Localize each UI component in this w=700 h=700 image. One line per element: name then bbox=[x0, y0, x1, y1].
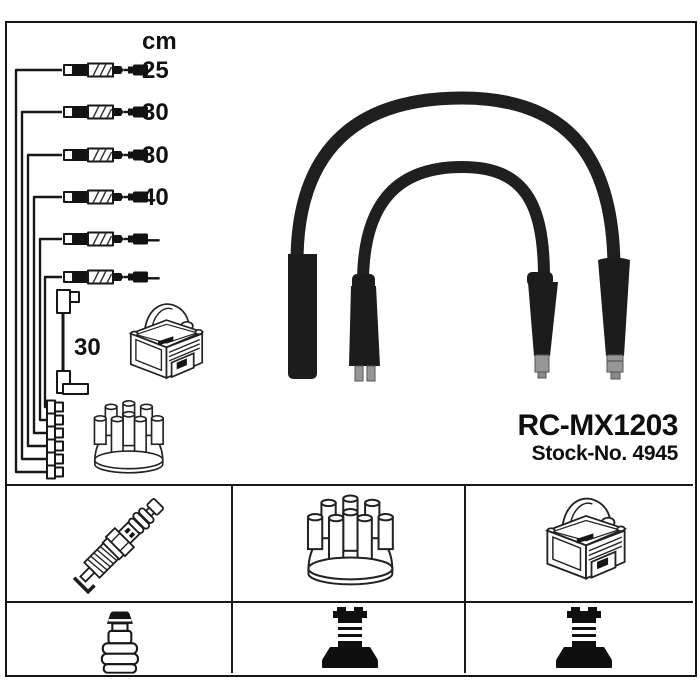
cable-lead-assembly bbox=[62, 231, 150, 247]
legend-grid-vertical-line-2 bbox=[464, 486, 466, 673]
cable-lead-assembly bbox=[62, 269, 150, 285]
distributor-cap-schematic-icon bbox=[93, 400, 164, 474]
coil-cable bbox=[56, 289, 89, 395]
legend-grid-top-line bbox=[7, 484, 693, 486]
cable-stub bbox=[46, 438, 64, 454]
cable-terminal bbox=[534, 354, 550, 373]
cable-length-label-3: 30 bbox=[142, 142, 169, 169]
terminal-connector-icon bbox=[100, 611, 139, 674]
cable-length-label-5: – bbox=[147, 226, 160, 253]
cable-lead-assembly bbox=[62, 62, 150, 78]
outer-frame bbox=[5, 21, 697, 677]
ignition-cable-small bbox=[349, 160, 558, 382]
cable-length-label-2: 30 bbox=[142, 99, 169, 126]
stock-number: Stock-No. 4945 bbox=[531, 442, 679, 465]
cable-lead-assembly bbox=[62, 189, 150, 205]
spark-plug-icon bbox=[67, 491, 171, 595]
part-number: RC-MX1203 bbox=[517, 409, 678, 442]
cable-length-label-4: 40 bbox=[142, 184, 169, 211]
cable-terminal bbox=[606, 354, 624, 373]
cable-row-1 bbox=[14, 62, 150, 480]
cable-row-5 bbox=[38, 231, 150, 428]
ignition-coil-icon bbox=[546, 497, 626, 580]
coil-cable-length-label: 30 bbox=[74, 334, 101, 361]
cable-lead-assembly bbox=[62, 104, 150, 120]
cable-boot bbox=[528, 282, 558, 356]
distributor-cap-icon bbox=[306, 494, 394, 586]
ignition-cable-large bbox=[288, 91, 630, 380]
din-connector-icon bbox=[322, 607, 378, 668]
cable-schematic: cm 25 30 30 40 – – 30 bbox=[14, 28, 177, 480]
cable-row-6 bbox=[43, 269, 150, 415]
ignition-coil-schematic-icon bbox=[129, 303, 204, 379]
product-cables-photo bbox=[288, 91, 630, 382]
cable-boot bbox=[288, 254, 317, 379]
legend-grid-vertical-line-1 bbox=[231, 486, 233, 673]
cable-lead-assembly bbox=[62, 147, 150, 163]
cable-row-2 bbox=[20, 104, 150, 467]
cable-stub bbox=[46, 399, 64, 415]
cable-boot bbox=[598, 257, 630, 356]
cable-boot bbox=[349, 286, 380, 366]
cable-stub bbox=[46, 425, 64, 441]
cable-row-3 bbox=[26, 147, 150, 454]
legend-grid-middle-line bbox=[7, 601, 693, 603]
cable-length-label-6: – bbox=[147, 264, 160, 291]
product-id-block: RC-MX1203 Stock-No. 4945 bbox=[517, 409, 679, 466]
cable-terminal bbox=[354, 365, 364, 382]
cable-terminal bbox=[366, 365, 376, 382]
cable-stub bbox=[46, 464, 64, 480]
din-connector-icon bbox=[556, 607, 612, 668]
cable-length-label-1: 25 bbox=[142, 57, 169, 84]
cable-stub bbox=[46, 451, 64, 467]
cable-row-4 bbox=[32, 189, 150, 441]
schematic-unit-label: cm bbox=[142, 28, 177, 55]
cable-stub bbox=[46, 412, 64, 428]
